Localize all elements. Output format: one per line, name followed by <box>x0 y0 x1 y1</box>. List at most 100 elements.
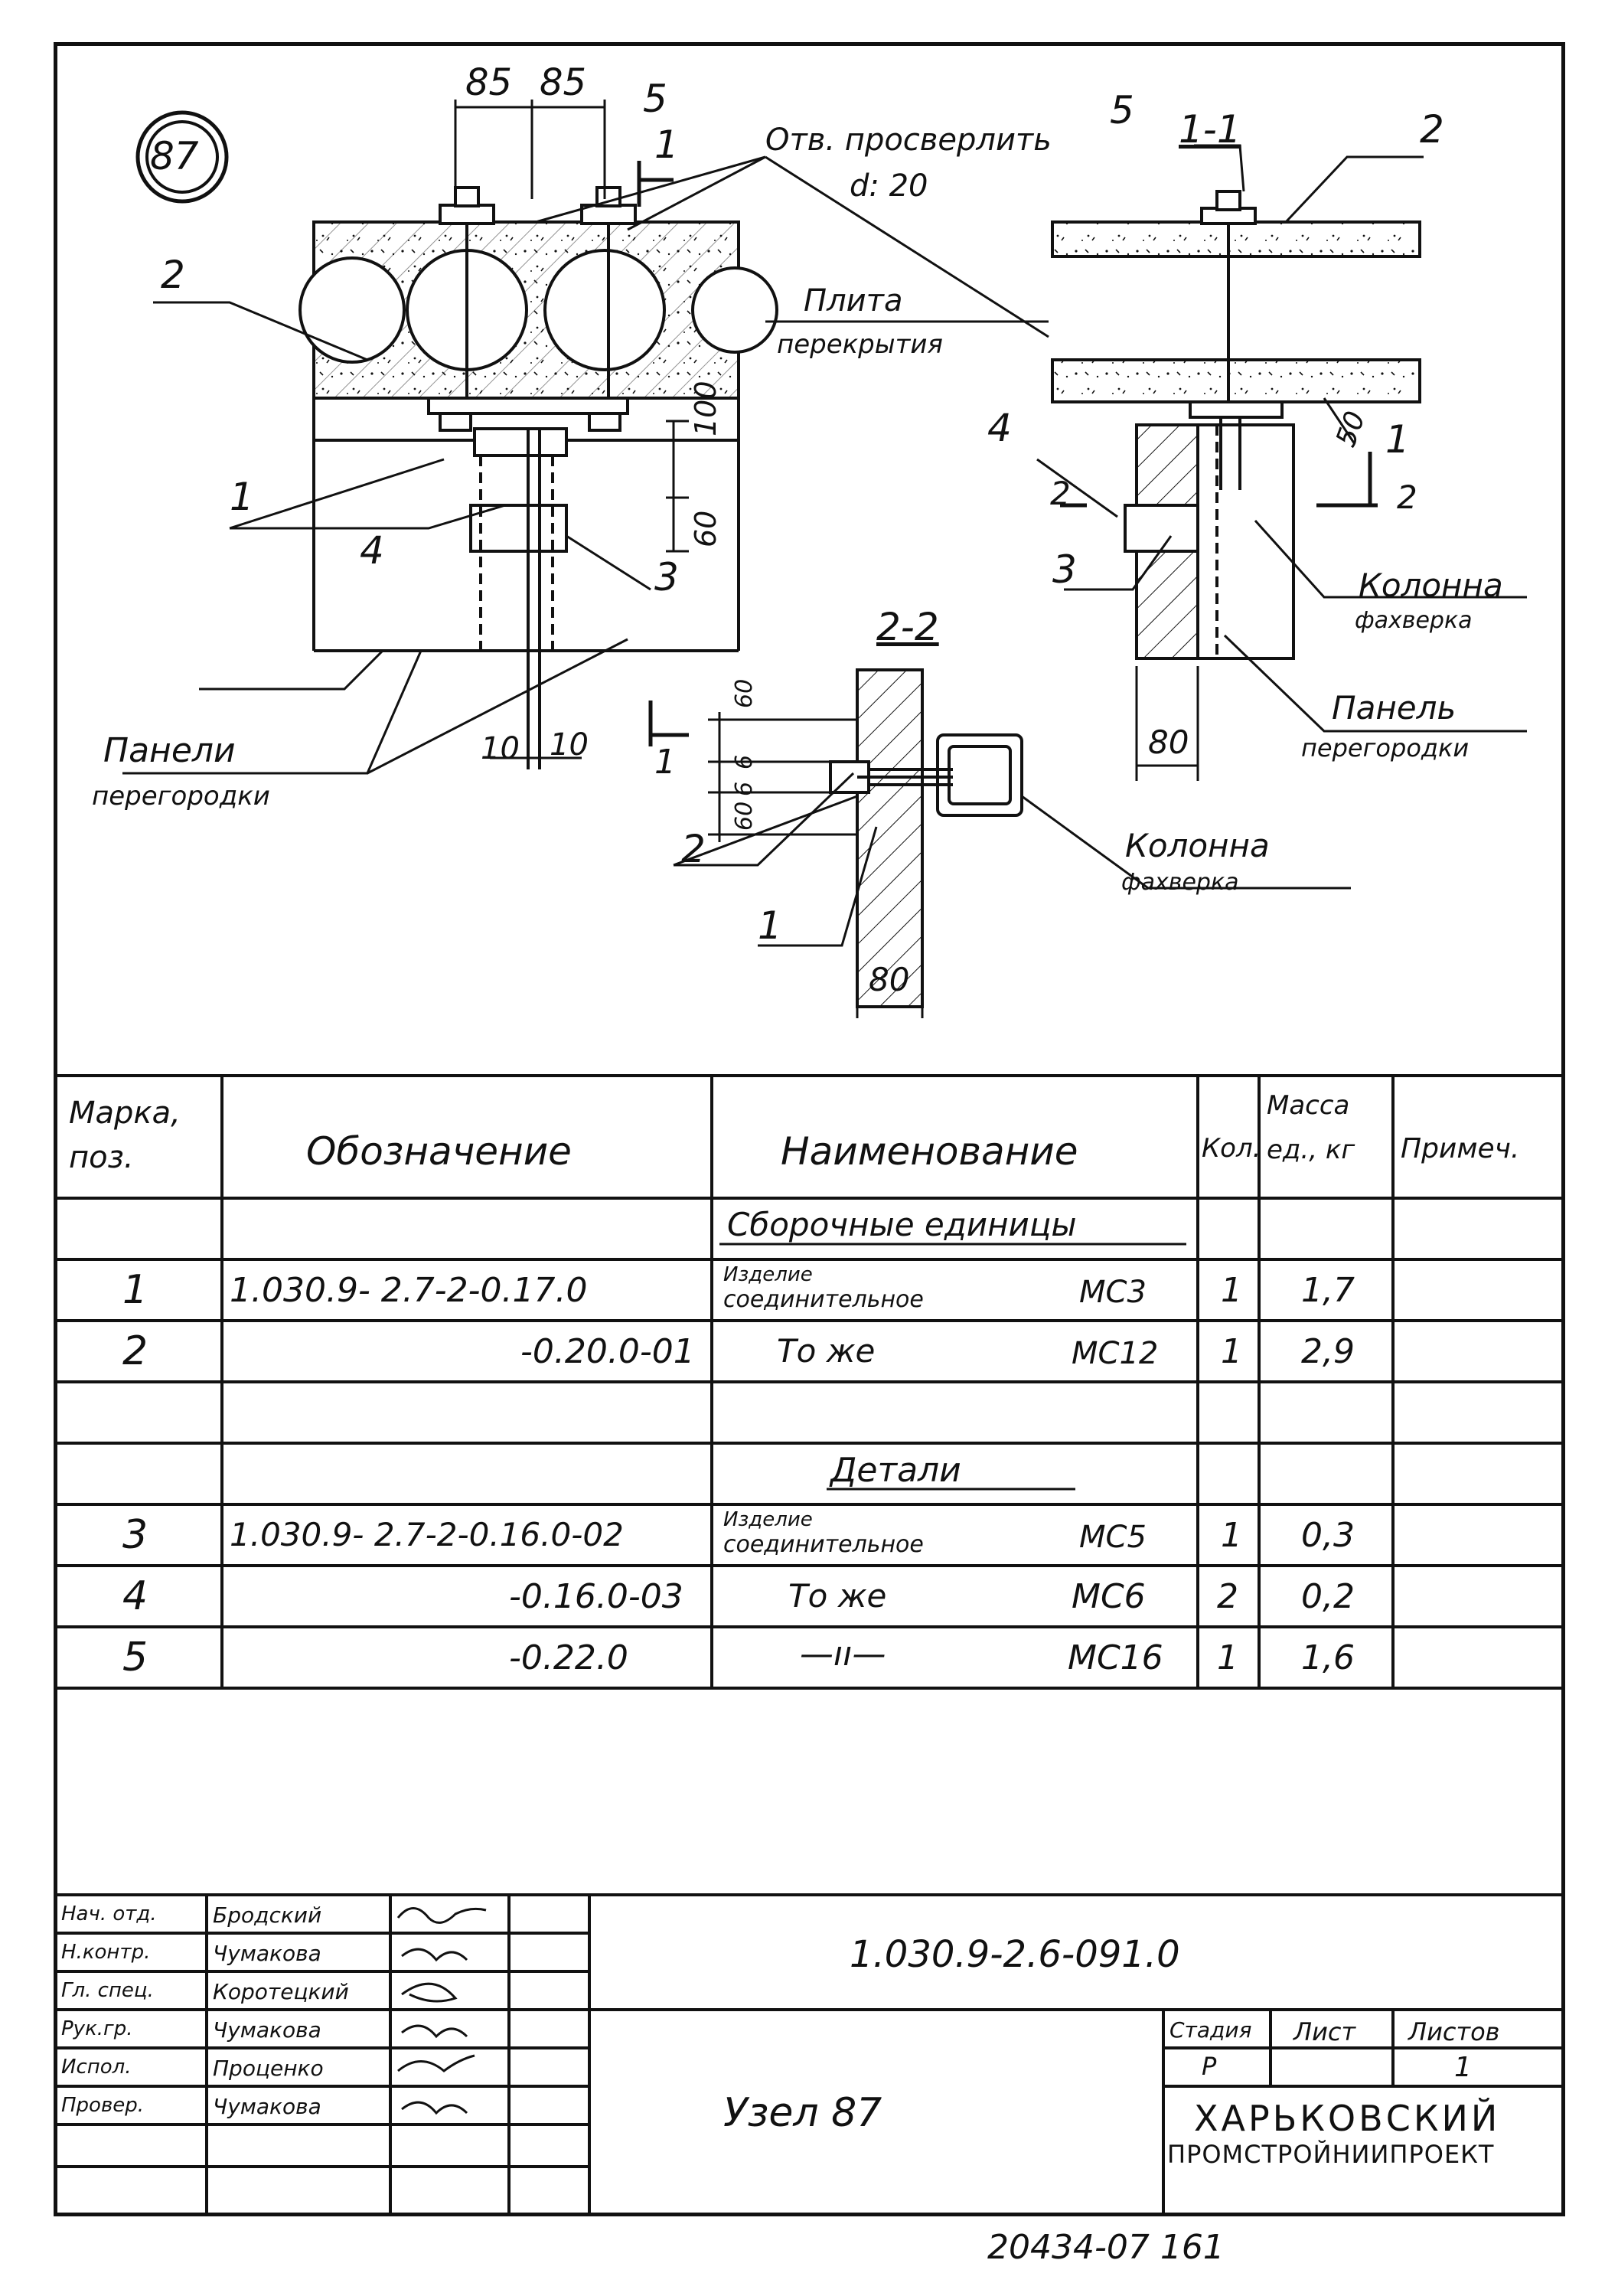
name-norm-control: Чумакова <box>213 1941 321 1966</box>
spec-table-grid <box>54 1074 1565 1690</box>
drill-note-line1: Отв. просверлить <box>765 122 1052 158</box>
name-chief-specialist: Коротецкий <box>213 1979 349 2004</box>
header-name: Наименование <box>781 1129 1078 1174</box>
column-mid-label-line1: Колонна <box>1125 827 1270 864</box>
cut-2-right-label: 2 <box>1397 478 1417 516</box>
row5-name: —ıı— <box>800 1635 886 1674</box>
row1-name-a: Изделие <box>723 1263 813 1286</box>
row2-code: МС12 <box>1072 1336 1159 1371</box>
row2-mark: 2 <box>122 1328 148 1374</box>
header-note: Примеч. <box>1401 1133 1520 1164</box>
dim-80-right: 80 <box>1148 723 1189 761</box>
section-2-2-title: 2-2 <box>876 605 939 649</box>
role-chief-specialist: Гл. спец. <box>61 1979 154 2002</box>
row5-mass: 1,6 <box>1301 1638 1355 1677</box>
row2-mass: 2,9 <box>1301 1332 1355 1371</box>
dim-80-mid: 80 <box>869 961 910 998</box>
position-3-left: 3 <box>654 555 679 599</box>
row5-mark: 5 <box>122 1635 148 1680</box>
row1-mark: 1 <box>122 1267 148 1313</box>
row3-mass: 0,3 <box>1301 1516 1355 1555</box>
row4-qty: 2 <box>1217 1577 1238 1616</box>
dim-60: 60 <box>689 510 723 547</box>
row4-code: МС6 <box>1072 1577 1146 1616</box>
document-code: 1.030.9-2.6-091.0 <box>850 1933 1180 1976</box>
node-number: 87 <box>150 134 199 178</box>
role-norm-control: Н.контр. <box>61 1941 151 1964</box>
row3-name-a: Изделие <box>723 1508 813 1531</box>
name-head-of-dept: Бродский <box>213 1902 322 1928</box>
stage-label: Стадия <box>1169 2017 1252 2043</box>
section-marker-1: 1 <box>654 122 679 167</box>
position-5-right: 5 <box>1110 88 1134 132</box>
sheets-value: 1 <box>1454 2052 1472 2083</box>
dim-10-left: 10 <box>481 731 520 766</box>
row2-name: То же <box>777 1332 876 1370</box>
header-mass: Масса ед., кг <box>1267 1090 1355 1165</box>
row1-code: МС3 <box>1079 1275 1147 1310</box>
column-right-label-line1: Колонна <box>1359 567 1503 604</box>
position-1-mid: 1 <box>758 903 782 948</box>
header-designation: Обозначение <box>306 1129 572 1174</box>
name-checker: Чумакова <box>213 2094 321 2119</box>
section-2-2-view <box>648 668 1351 1018</box>
row2-qty: 1 <box>1221 1332 1242 1371</box>
slab-label-line2: перекрытия <box>777 329 943 360</box>
row1-mass: 1,7 <box>1301 1271 1355 1310</box>
row1-name-b: соединительное <box>723 1286 924 1313</box>
footer-stamp: 20434-07 161 <box>987 2228 1225 2267</box>
row1-qty: 1 <box>1221 1271 1242 1310</box>
panel-right-label-line1: Панель <box>1332 689 1457 727</box>
cut-1-mid-label: 1 <box>654 743 676 782</box>
row3-mark: 3 <box>122 1512 148 1558</box>
organization-line1: ХАРЬКОВСКИЙ <box>1194 2098 1501 2139</box>
row4-name: То же <box>788 1577 887 1615</box>
slab-label-line1: Плита <box>804 283 903 318</box>
role-executor: Испол. <box>61 2056 132 2079</box>
header-mark: Марка, поз. <box>69 1096 181 1175</box>
dim-60-bottom: 60 <box>731 801 758 831</box>
position-4-right: 4 <box>987 406 1012 450</box>
header-qty: Кол. <box>1202 1133 1261 1164</box>
drawing-frame <box>54 42 1565 2216</box>
row3-designation: 1.030.9- 2.7-2-0.16.0-02 <box>230 1516 624 1553</box>
position-2-right: 2 <box>1420 107 1444 152</box>
dim-60-top: 60 <box>731 678 758 708</box>
column-mid-label-line2: фахверка <box>1121 869 1239 896</box>
organization-line2: ПРОМСТРОЙНИИПРОЕКТ <box>1167 2140 1495 2169</box>
panel-right-label-line2: перегородки <box>1301 733 1470 763</box>
section-cut-marker-1 <box>637 161 674 207</box>
position-2-mid: 2 <box>681 827 706 871</box>
panels-label-line2: перегородки <box>92 781 270 812</box>
row4-designation: -0.16.0-03 <box>509 1577 683 1616</box>
stage-value: Р <box>1202 2052 1217 2081</box>
group-details: Детали <box>830 1451 961 1490</box>
row5-code: МС16 <box>1068 1638 1163 1677</box>
sheet-label: Лист <box>1293 2017 1356 2046</box>
leader-lines-left <box>122 155 1049 775</box>
node-number-badge <box>135 110 229 204</box>
row2-designation: -0.20.0-01 <box>520 1332 695 1371</box>
row1-designation: 1.030.9- 2.7-2-0.17.0 <box>230 1271 588 1310</box>
row5-designation: -0.22.0 <box>509 1638 628 1677</box>
name-group-lead: Чумакова <box>213 2017 321 2043</box>
drill-note-line2: d: 20 <box>850 168 928 204</box>
drawing-title: Узел 87 <box>723 2090 882 2136</box>
main-view-slab <box>298 220 778 400</box>
dim-6-b: 6 <box>731 781 758 796</box>
dim-6-a: 6 <box>731 754 758 769</box>
dim-85-right: 85 <box>540 61 587 104</box>
section-1-1-view <box>1036 144 1527 781</box>
dim-85-left: 85 <box>465 61 513 104</box>
row3-code: МС5 <box>1079 1520 1147 1555</box>
row5-qty: 1 <box>1217 1638 1238 1677</box>
sheets-label: Листов <box>1408 2017 1500 2046</box>
cut-1-right-label: 1 <box>1385 417 1410 462</box>
panels-label-line1: Панели <box>103 731 236 770</box>
row4-mass: 0,2 <box>1301 1577 1355 1616</box>
partition-panels <box>312 398 740 769</box>
role-checker: Провер. <box>61 2094 145 2117</box>
main-view-bolts <box>427 186 637 432</box>
dim-100: 100 <box>689 380 723 436</box>
